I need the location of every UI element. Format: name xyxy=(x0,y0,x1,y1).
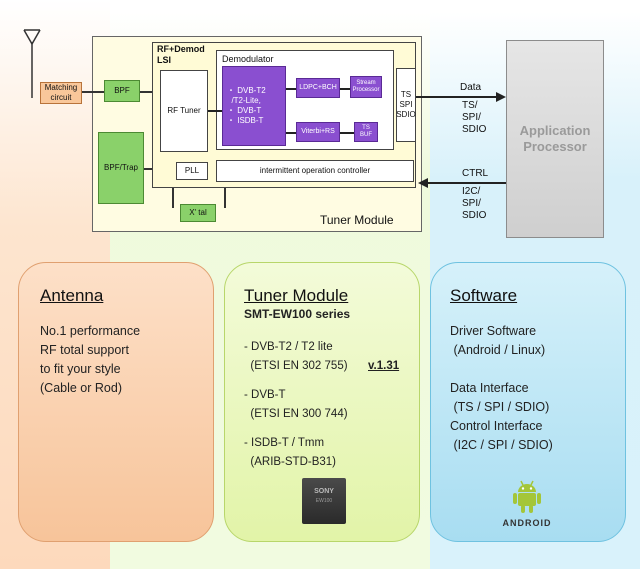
chip-brand-label: SONY xyxy=(314,488,334,495)
antenna-card xyxy=(18,262,214,542)
rf-tuner-block: RF Tuner xyxy=(160,70,208,152)
connector-line xyxy=(140,91,152,93)
antenna-card-title: Antenna xyxy=(40,286,104,305)
ts-buf-block: TS BUF xyxy=(354,122,378,142)
tuner-module-label: Tuner Module xyxy=(320,213,394,227)
application-processor-block: Application Processor xyxy=(506,40,604,238)
bpf-trap-block: BPF/Trap xyxy=(98,132,144,204)
pll-block: PLL xyxy=(176,162,208,180)
data-label: Data xyxy=(460,82,482,93)
arrow xyxy=(286,88,296,90)
software-card-title: Software xyxy=(450,286,518,305)
arrow-head-right-icon xyxy=(496,92,506,102)
arrow xyxy=(340,132,354,134)
matching-circuit-block: Matching circuit xyxy=(40,82,82,104)
antenna-card-body: No.1 performance RF total support to fit… xyxy=(40,324,141,395)
tuner-card-title: Tuner Module xyxy=(244,286,349,305)
chip-model-label: EW100 xyxy=(315,498,333,504)
tuner-card-item-dvbt: - DVB-T (ETSI EN 300 744) xyxy=(244,389,348,420)
bpf-block: BPF xyxy=(104,80,140,102)
arrow xyxy=(208,110,222,112)
connector-line xyxy=(172,188,174,208)
demodulator-label: Demodulator xyxy=(222,54,274,64)
tuner-card-subtitle: SMT-EW100 series xyxy=(244,307,351,321)
ctrl-interface-label: I2C/ SPI/ SDIO xyxy=(462,186,487,221)
stream-processor-block: Stream Processor xyxy=(350,76,382,98)
connector-line xyxy=(144,168,152,170)
intermittent-controller-block: intermittent operation controller xyxy=(216,160,414,182)
tuner-chip-image: SONY EW100 xyxy=(302,478,346,524)
connector-line xyxy=(82,91,104,93)
tuner-card-version: v.1.31 xyxy=(368,360,400,372)
connector-line xyxy=(224,188,226,208)
tuner-card-item-isdbt: - ISDB-T / Tmm (ARIB-STD-B31) xyxy=(244,437,337,468)
viterbi-rs-block: Viterbi+RS xyxy=(296,122,340,142)
data-interface-label: TS/ SPI/ SDIO xyxy=(462,100,487,135)
arrow-head-left-icon xyxy=(418,178,428,188)
standards-block: ・ DVB-T2 /T2-Lite, ・ DVB-T ・ ISDB-T xyxy=(222,66,286,146)
data-arrow xyxy=(416,96,498,98)
ts-spi-sdio-block: TS SPI SDIO xyxy=(396,68,416,142)
lsi-title: RF+Demod LSI xyxy=(157,44,205,65)
xtal-block: X' tal xyxy=(180,204,216,222)
android-wordmark: ANDROID xyxy=(502,518,552,528)
ldpc-bch-block: LDPC+BCH xyxy=(296,78,340,98)
arrow xyxy=(340,88,350,90)
tuner-card-item-dvbt2: - DVB-T2 / T2 lite (ETSI EN 302 755) xyxy=(244,341,348,372)
ctrl-arrow xyxy=(426,182,506,184)
ctrl-label: CTRL xyxy=(462,168,489,179)
arrow xyxy=(286,132,296,134)
android-robot-icon xyxy=(513,480,541,513)
antenna-icon xyxy=(23,29,41,98)
software-card-body: Driver Software (Android / Linux) Data I… xyxy=(450,324,553,452)
